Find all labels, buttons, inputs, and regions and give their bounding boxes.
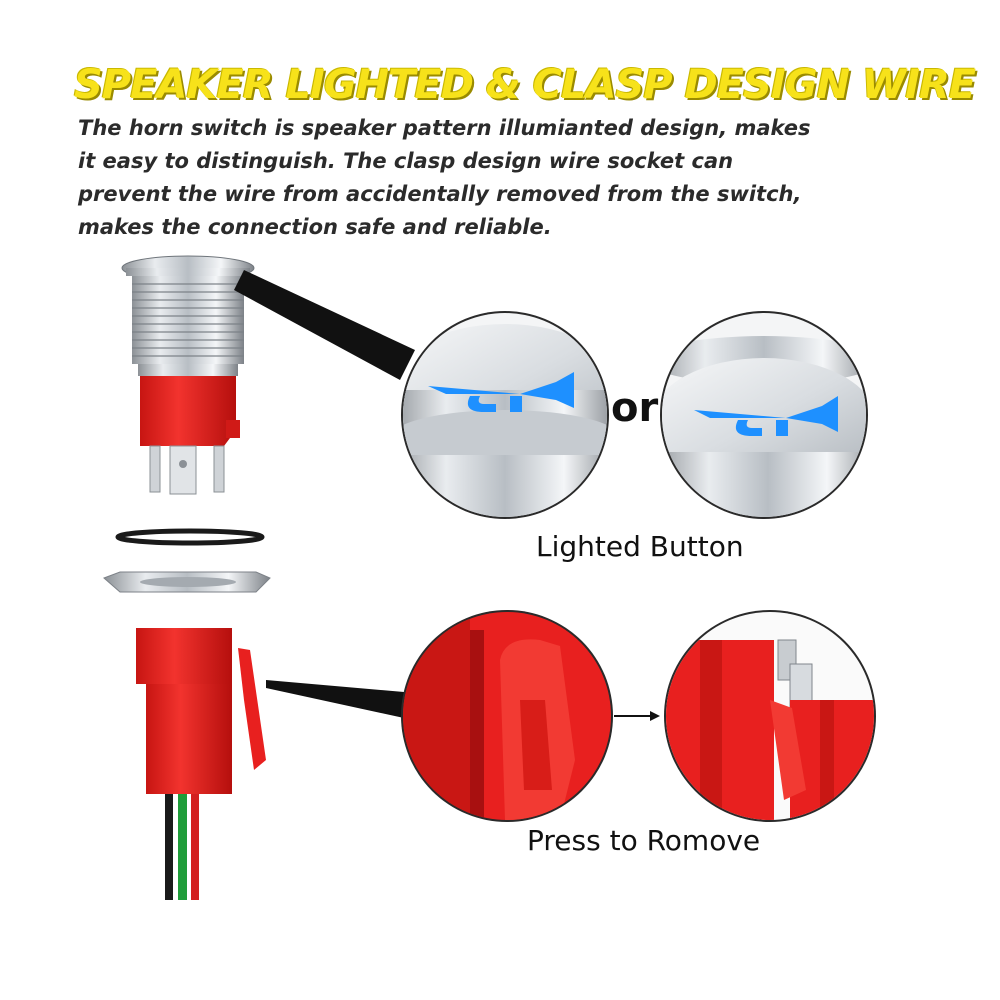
zoom-connector-removed	[664, 610, 876, 822]
zoom-lighted-button-1	[401, 311, 609, 519]
lighted-button-label: Lighted Button	[536, 530, 744, 563]
horn-icon-2	[694, 396, 838, 436]
or-connector-text: or	[611, 385, 659, 431]
callout-pointer-2	[266, 680, 404, 718]
metal-switch-graphic	[121, 255, 255, 495]
callout-pointer	[234, 270, 415, 380]
o-ring	[115, 528, 265, 546]
red-connector-graphic	[136, 628, 266, 900]
description-text: The horn switch is speaker pattern illum…	[78, 116, 811, 239]
hex-nut	[103, 571, 271, 593]
arrow-right-icon	[614, 711, 660, 721]
zoom-connector-clasp	[401, 610, 613, 822]
press-to-remove-label: Press to Romove	[527, 824, 761, 857]
page-headline: SPEAKER LIGHTED & CLASP DESIGN WIRE	[74, 62, 976, 108]
zoom-lighted-button-2	[660, 311, 868, 519]
horn-icon	[428, 372, 574, 412]
